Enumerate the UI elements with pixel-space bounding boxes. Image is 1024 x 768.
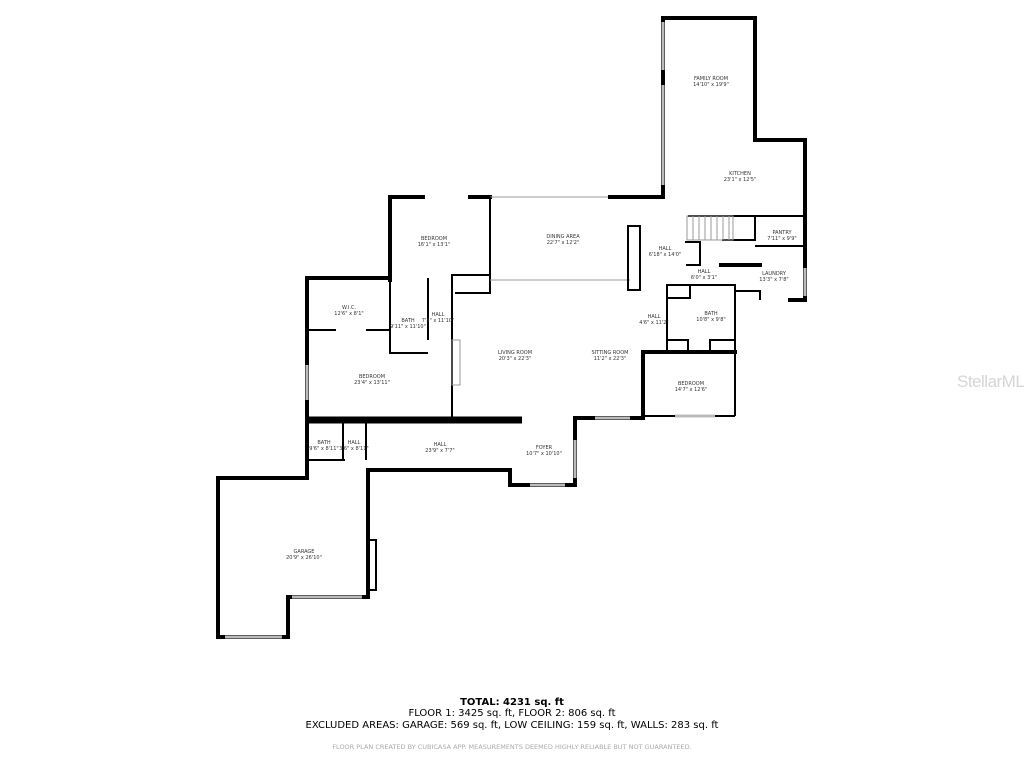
room-name: HALL	[698, 269, 711, 275]
excluded-areas: EXCLUDED AREAS: GARAGE: 569 sq. ft, LOW …	[305, 720, 719, 731]
room-name: BEDROOM	[678, 381, 704, 387]
room-dimensions: 7'11" x 9'9"	[767, 236, 796, 242]
room-name: HALL	[648, 314, 661, 320]
room-name: HALL	[432, 312, 445, 318]
room-name: BATH	[317, 440, 331, 446]
room-name: BEDROOM	[421, 236, 447, 242]
room-dimensions: 20'3" x 22'3"	[499, 356, 532, 362]
room-name: FOYER	[536, 445, 553, 451]
room-name: HALL	[348, 440, 361, 446]
room-name: SITTING ROOM	[591, 350, 628, 356]
room-dimensions: 12'6" x 8'1"	[334, 311, 363, 317]
room-name: LAUNDRY	[762, 271, 787, 277]
room-dimensions: 6'18" x 14'0"	[649, 252, 682, 258]
room-dimensions: 10'8" x 9'8"	[696, 317, 725, 323]
room-dimensions: 14'7" x 12'6"	[675, 387, 708, 393]
room-name: FAMILY ROOM	[694, 76, 728, 82]
room-dimensions: 23'9" x 7'7"	[425, 448, 454, 454]
room-dimensions: 23'1" x 12'5"	[724, 177, 757, 183]
room-dimensions: 20'9" x 26'10"	[286, 555, 322, 561]
room-dimensions: 10'7" x 10'10"	[526, 451, 562, 457]
room-dimensions: 9'6" x 8'11"	[309, 446, 338, 452]
room-dimensions: 11'2" x 22'3"	[594, 356, 627, 362]
room-dimensions: 23'4" x 13'11"	[354, 380, 390, 386]
disclaimer: FLOOR PLAN CREATED BY CUBICASA APP. MEAS…	[332, 743, 692, 751]
room-name: HALL	[434, 442, 447, 448]
room-dimensions: 16'1" x 13'1"	[418, 242, 451, 248]
floor-areas: FLOOR 1: 3425 sq. ft, FLOOR 2: 806 sq. f…	[408, 708, 616, 719]
total-area: TOTAL: 4231 sq. ft	[460, 697, 564, 708]
room-dimensions: 7'3" x 11'10"	[422, 318, 455, 324]
stellarmls-watermark: StellarMLS	[957, 372, 1024, 391]
room-name: BATH	[704, 311, 718, 317]
room-name: DINING AREA	[546, 234, 580, 240]
room-dimensions: 22'7" x 12'2"	[547, 240, 580, 246]
walls	[216, 16, 807, 639]
room-dimensions: 9'11" x 11'10"	[390, 324, 426, 330]
room-name: GARAGE	[294, 549, 315, 555]
room-dimensions: 4'6" x 11'2"	[639, 320, 668, 326]
room-name: BEDROOM	[359, 374, 385, 380]
room-name: PANTRY	[772, 230, 792, 236]
room-name: BATH	[401, 318, 415, 324]
room-dimensions: 13'3" x 7'8"	[759, 277, 788, 283]
room-dimensions: 6'0" x 3'1"	[691, 275, 717, 281]
room-name: W.I.C.	[342, 305, 357, 311]
room-name: LIVING ROOM	[498, 350, 532, 356]
room-name: HALL	[659, 246, 672, 252]
room-dimensions: 3'6" x 8'11"	[339, 446, 368, 452]
room-dimensions: 14'10" x 19'9"	[693, 82, 729, 88]
room-name: KITCHEN	[729, 171, 751, 177]
